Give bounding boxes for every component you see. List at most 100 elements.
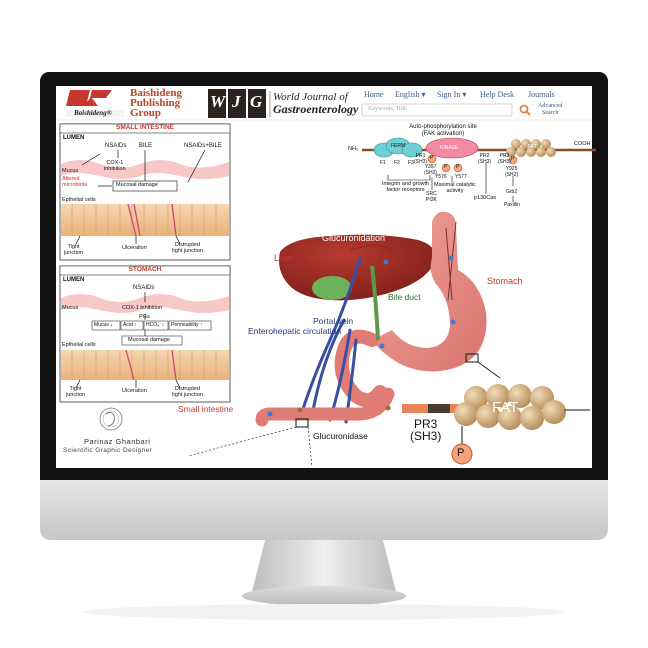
fak-grb2: Grb2 [506, 189, 518, 195]
journal-title[interactable]: World Journal of Gastroenterology [273, 91, 359, 116]
st-ulceration: Ulceration [122, 388, 147, 394]
st-lumen: LUMEN [63, 277, 85, 283]
chevron-down-icon: ▾ [460, 90, 467, 99]
small-intestine-tube [255, 387, 395, 427]
nav-signin[interactable]: Sign In ▾ [437, 90, 467, 99]
fak-p130cas: p130Cas [474, 195, 497, 201]
fak-y577: Y577 [455, 174, 467, 180]
si-cox1: COX-1 inhibition [104, 160, 126, 172]
si-epithelial-cells: Epthelial cells [62, 197, 96, 203]
label-portal-vein: Portal vein [313, 316, 354, 326]
fak-nh2: NH₂ [348, 146, 359, 152]
nav-journals[interactable]: Journals [528, 90, 555, 99]
publisher-logo-icon [66, 90, 112, 106]
st-mucus: Mucus [62, 305, 79, 311]
journal-abbr-g: G [250, 92, 263, 111]
label-bile-duct: Bile duct [388, 292, 421, 302]
st-pgs: PGs [139, 314, 150, 320]
label-glucuronidase: Glucuronidase [313, 431, 368, 441]
designer-name: Parinaz Ghanbari [84, 437, 151, 446]
si-disrupted: Distrupted tight junction [172, 242, 203, 254]
st-mucus-box: Mucus ↓ [94, 322, 113, 328]
fak-y576: Y576 [435, 174, 447, 180]
si-nsaids: NSAIDs [105, 143, 127, 149]
fak-f3: F3 [408, 160, 414, 166]
si-bile: BILE [139, 143, 153, 149]
fak-src-pi3k: SRC PI3K [426, 191, 437, 203]
fak-f2: F2 [394, 160, 400, 166]
fak-ferm: FERM [391, 143, 406, 149]
fak-pr3: PR3 (SH3) [498, 153, 512, 165]
st-tight-junction: Tight junction [66, 386, 85, 398]
monitor-stand-base [242, 586, 406, 606]
label-small-intestine: Small intestine [178, 404, 234, 414]
si-nsaids-bile: NSAIDs+BILE [184, 143, 222, 149]
si-title: SMALL INTESTINE [115, 124, 175, 131]
zoom-fat-label: FAT [492, 399, 519, 416]
fak-auto-phos: Auto-phosphorylation site (FAK activatio… [409, 124, 477, 137]
st-mucosal-damage: Mucosal damage [128, 337, 170, 343]
search-input[interactable]: Keywords, Title [368, 106, 407, 112]
stomach-shape [372, 211, 487, 372]
si-mucosal-damage: Mucosal damage [116, 182, 158, 188]
fak-f1: F1 [380, 160, 386, 166]
zoom-p-circle [451, 443, 473, 465]
label-glucuronidation: Glucuronidation [322, 233, 386, 243]
publisher-name[interactable]: Baishideng Publishing Group [130, 87, 182, 119]
journal-abbr-w: W [210, 92, 226, 111]
st-acid-box: Acid ↑ [123, 322, 137, 328]
fak-y925: Y925 (SH2) [505, 166, 519, 178]
advanced-search-link[interactable]: Advanced Search [538, 103, 563, 116]
journal-logo-tile-j [228, 89, 246, 118]
st-nsaids: NSAIDs [133, 285, 155, 291]
label-stomach: Stomach [487, 276, 523, 286]
st-cox1: COX-1 inhibition [122, 305, 163, 311]
designer-seal-icon [99, 407, 123, 431]
fak-fat: FAT [528, 144, 537, 150]
fak-p-y925: P [511, 156, 515, 162]
small-intestine-panel [59, 123, 231, 261]
nav-english[interactable]: English ▾ [395, 90, 426, 99]
fak-pr1: PR1 (SH3) [414, 153, 428, 165]
zoom-pr3: PR3 (SH3) [410, 417, 442, 443]
fak-integrin: Integrin and growth factor receptors [382, 181, 430, 193]
fak-pr2: PR2 (SH3) [478, 153, 492, 165]
journal-logo-tile-g [248, 89, 266, 118]
st-title: STOMACH [128, 266, 162, 273]
fak-p-y397: P [430, 155, 434, 161]
si-mucosal-damage-box [112, 180, 178, 192]
fak-cooh: COOH [574, 141, 591, 147]
label-enterohepatic: Enterohepatic circulation [248, 326, 342, 336]
journal-logo-tile-w [208, 89, 226, 118]
digestive-anatomy-illustration [187, 211, 501, 468]
fak-maximal: Maximal catalytic activity [434, 182, 476, 194]
st-permeability-box: Permeability ↑ [171, 322, 203, 328]
stomach-panel [59, 265, 231, 403]
monitor-stand-neck [252, 540, 396, 592]
si-altered-microbiota: Altered microbiota [62, 176, 88, 188]
nav-helpdesk[interactable]: Help Desk [480, 90, 514, 99]
st-disrupted: Distrupted tight junction [172, 386, 203, 398]
fak-kinase: KINASE [440, 145, 459, 151]
chevron-down-icon: ▾ [419, 90, 426, 99]
publisher-logo-caption: Baishideng® [74, 109, 112, 117]
nav-home[interactable]: Home [364, 90, 384, 99]
si-tight-junction: Tight junction [64, 244, 83, 256]
si-ulceration: Ulceration [122, 245, 147, 251]
fat-domain-zoom [402, 384, 590, 465]
label-liver: Liver [274, 253, 294, 263]
journal-abbr-j: J [232, 92, 241, 111]
monitor-chin [40, 480, 608, 540]
si-lumen: LUMEN [63, 135, 85, 141]
search-input-box [361, 103, 513, 117]
search-icon [519, 104, 531, 116]
fak-paxillin: Paxillin [504, 202, 520, 208]
st-hco3-box: HCO₃⁻↓ [146, 322, 165, 328]
st-epithelial-cells: Epthelial cells [62, 342, 96, 348]
fak-p-y577: P [456, 164, 460, 170]
fak-y397: Y397 (SH2) [424, 164, 438, 176]
fak-p-y576: P [444, 164, 448, 170]
fak-domain-diagram [362, 137, 596, 202]
designer-title: Scientific Graphic Designer [63, 447, 153, 454]
